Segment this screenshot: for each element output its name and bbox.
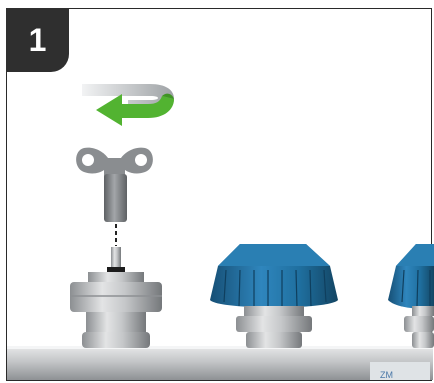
valve-blue-cap [210,244,338,348]
rotate-arrow-icon [82,84,174,126]
pipe-label: ZM [380,370,393,380]
vent-key-icon [76,147,153,246]
vent-valve-open [70,247,162,348]
instruction-panel [6,8,432,381]
manifold-pipe: ZM [7,346,433,380]
step-number-badge: 1 [6,8,69,72]
valve-blue-cap-partial [388,244,434,348]
